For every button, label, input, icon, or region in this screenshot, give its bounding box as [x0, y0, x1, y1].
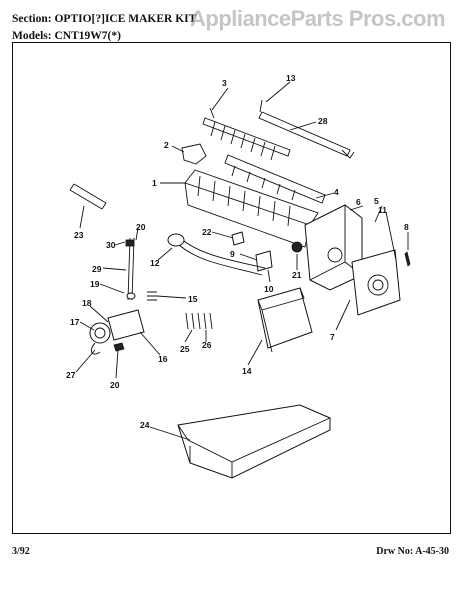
part-screw [404, 251, 411, 267]
callout-21: 21 [292, 270, 302, 280]
callout-28: 28 [318, 116, 328, 126]
part-shutoff-arm [258, 99, 355, 159]
part-cover-plate [351, 249, 401, 316]
watermark: ApplianceParts Pros.com [190, 6, 446, 31]
part-fill-tube [69, 183, 107, 210]
callout-2: 2 [164, 140, 169, 150]
callout-27: 27 [66, 370, 76, 380]
part-clip [181, 143, 207, 165]
part-ejector-blade [202, 107, 291, 161]
callout-13: 13 [286, 73, 296, 83]
callout-24: 24 [140, 420, 150, 430]
callout-29: 29 [92, 264, 102, 274]
callout-16: 16 [158, 354, 168, 364]
callout-30: 30 [106, 240, 116, 250]
part-water-line [125, 237, 136, 301]
footer-drawing-number: Drw No: A-45-30 [376, 546, 449, 557]
part-water-valve [89, 309, 145, 355]
callout-22: 22 [202, 227, 212, 237]
part-heater-harness [177, 237, 266, 276]
section-title: Section: OPTIO[?]ICE MAKER KIT [12, 13, 197, 25]
part-mold-rail [224, 154, 326, 204]
callout-3: 3 [222, 78, 227, 88]
part-control-housing [304, 204, 363, 291]
part-terminal [147, 291, 157, 301]
part-ice-bin [177, 404, 331, 479]
part-thermostat-bracket [255, 250, 273, 272]
callout-8: 8 [404, 222, 409, 232]
callout-11: 11 [378, 205, 387, 215]
diagram-frame [12, 42, 451, 534]
callout-15: 15 [188, 294, 198, 304]
callout-9: 9 [230, 249, 235, 259]
callout-17: 17 [70, 317, 80, 327]
callout-25: 25 [180, 344, 190, 354]
callout-14: 14 [242, 366, 252, 376]
models-line: Models: CNT19W7(*) [12, 30, 121, 42]
callout-23: 23 [74, 230, 84, 240]
callout-20-lower: 20 [110, 380, 120, 390]
callout-12: 12 [150, 258, 160, 268]
part-motor-gear [291, 241, 303, 253]
callout-6: 6 [356, 197, 361, 207]
part-harness-plug [167, 233, 185, 247]
part-screw-set [185, 312, 213, 330]
footer-date: 3/92 [12, 546, 30, 557]
callout-5: 5 [374, 196, 379, 206]
part-cover-box [257, 287, 313, 353]
callout-4: 4 [334, 187, 339, 197]
part-small-block [231, 231, 245, 246]
callout-10: 10 [264, 284, 274, 294]
callout-7: 7 [330, 332, 335, 342]
leader-lines [75, 81, 409, 441]
callout-19: 19 [90, 279, 100, 289]
callout-20-upper: 20 [136, 222, 146, 232]
callout-1: 1 [152, 178, 157, 188]
callout-18: 18 [82, 298, 92, 308]
callout-26: 26 [202, 340, 212, 350]
